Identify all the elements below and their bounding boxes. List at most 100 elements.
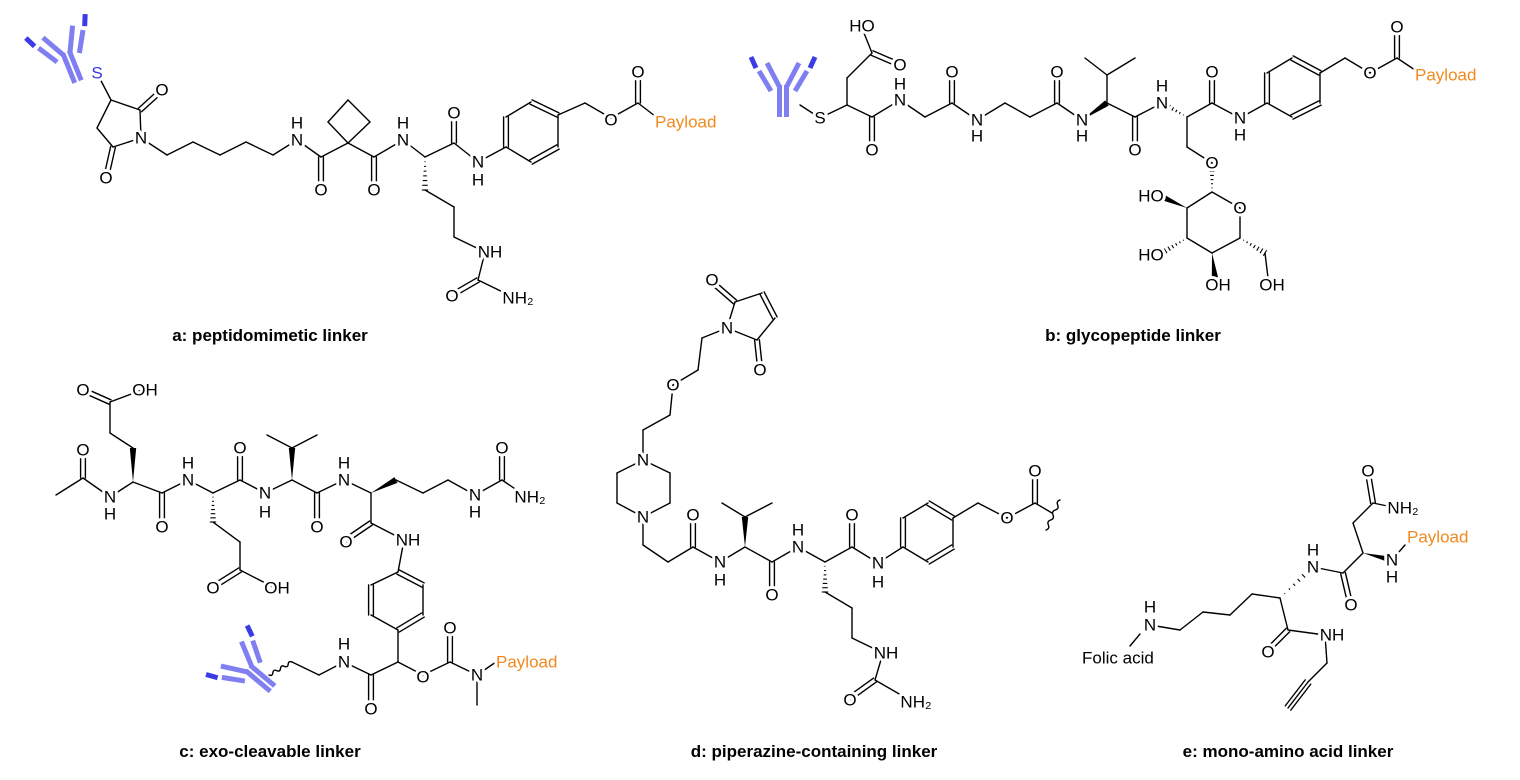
bond <box>846 104 873 118</box>
bond <box>874 652 884 681</box>
bond <box>1364 472 1372 505</box>
bond <box>424 189 455 208</box>
double-bond <box>317 156 325 189</box>
double-bond <box>370 156 378 189</box>
bond <box>1266 57 1293 74</box>
double-bond <box>1263 72 1271 104</box>
bond <box>871 99 901 118</box>
bond <box>902 546 929 563</box>
bond <box>1106 57 1136 76</box>
bond <box>109 481 134 498</box>
bond <box>239 479 266 494</box>
antibody-layer <box>24 13 818 694</box>
bond <box>924 102 953 118</box>
double-bond <box>343 520 374 543</box>
bond <box>667 546 694 563</box>
bond <box>756 317 776 341</box>
atom-label: O <box>155 81 168 100</box>
atom-label: NH₂ <box>900 693 931 712</box>
bond <box>96 127 114 148</box>
bond <box>1369 57 1398 74</box>
payload-label: Payload <box>655 113 716 132</box>
wavy-bond <box>1045 499 1061 531</box>
atom-label: H <box>104 505 116 524</box>
double-bond <box>1265 627 1291 653</box>
bond <box>347 142 375 158</box>
atom-label: N <box>1234 109 1246 128</box>
bond <box>318 661 345 676</box>
bond <box>1292 55 1322 72</box>
atom-label: O <box>76 441 89 460</box>
bond <box>192 141 221 156</box>
atom-label: O <box>1205 63 1218 82</box>
bond-layer <box>55 27 1416 711</box>
atom-label: N <box>469 486 481 505</box>
atom-label: OH <box>132 381 158 400</box>
caption-b: b: glycopeptide linker <box>1045 326 1221 345</box>
bond <box>642 459 671 474</box>
atom-label: N <box>971 111 983 130</box>
double-bond <box>396 612 425 633</box>
atom-label: NH <box>478 243 503 262</box>
bond <box>529 144 558 161</box>
atom-label: H <box>1307 541 1319 560</box>
double-bond <box>1208 72 1216 104</box>
bond <box>1290 683 1312 711</box>
atom-label: O <box>845 506 858 525</box>
bond <box>212 479 241 494</box>
bond <box>1265 627 1288 650</box>
bond <box>1186 191 1213 209</box>
double-bond <box>753 339 764 369</box>
caption-c: c: exo-cleavable linker <box>179 742 361 761</box>
atom-label: O <box>416 668 429 687</box>
double-bond <box>1053 72 1061 104</box>
antibody-icon <box>205 624 277 694</box>
double-bond <box>759 291 778 320</box>
atom-label: O <box>631 63 644 82</box>
bond <box>343 479 372 494</box>
atom-label: N <box>338 653 350 672</box>
bond <box>1324 634 1328 664</box>
bond <box>870 54 900 68</box>
hash-bond <box>1208 162 1216 189</box>
wavy-bond <box>268 660 293 677</box>
bond <box>1352 522 1364 554</box>
atom-label: HO <box>849 17 875 36</box>
bond <box>672 369 699 386</box>
double-bond <box>450 114 458 144</box>
bond <box>1029 102 1058 118</box>
structure-c-bonds <box>55 387 528 708</box>
atom-label: O <box>1390 18 1403 37</box>
atom-label: O <box>310 518 323 537</box>
double-bond <box>709 279 738 305</box>
bond <box>424 142 455 158</box>
bond <box>1229 593 1253 616</box>
double-bond <box>1131 116 1139 149</box>
atom-label: O <box>1000 509 1013 528</box>
atom-label: N <box>397 131 409 150</box>
bond <box>107 146 117 180</box>
double-bond <box>847 677 878 701</box>
double-bond <box>848 516 856 548</box>
bond <box>952 502 979 519</box>
bond <box>753 339 759 369</box>
atom-label: H <box>1156 77 1168 96</box>
bond <box>928 500 955 517</box>
atom-label: N <box>1386 551 1398 570</box>
double-bond <box>1393 27 1401 59</box>
double-bond <box>102 145 117 180</box>
bond <box>1211 102 1241 119</box>
bond <box>976 102 1006 121</box>
bond <box>346 524 374 543</box>
double-bond <box>502 116 510 148</box>
atom-label: S <box>814 109 825 128</box>
bond <box>846 52 873 79</box>
wedge-bond <box>1211 253 1219 279</box>
bond <box>291 479 318 494</box>
bond <box>734 292 763 303</box>
atom-label: N <box>637 451 649 470</box>
atom-label: O <box>893 56 906 75</box>
bond <box>977 502 1008 519</box>
atom-label: NH₂ <box>502 289 533 308</box>
